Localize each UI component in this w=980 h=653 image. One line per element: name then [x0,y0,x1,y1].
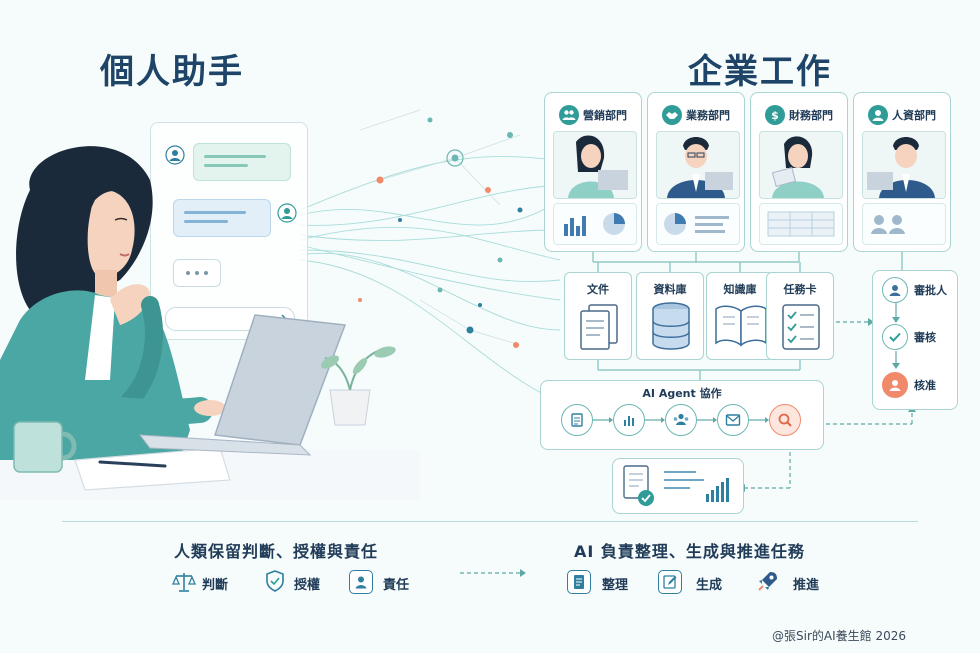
bar-pie-chart-thumbnail [553,203,637,245]
resource-label: 任務卡 [783,283,817,296]
ai-role-title: AI 負責整理、生成與推進任務 [574,542,805,561]
search-icon [769,404,801,436]
resource-card-documents: 文件 [564,272,632,360]
edit-icon [658,570,682,594]
human-role-title: 人類保留判斷、授權與責任 [174,542,379,561]
resource-label: 文件 [587,283,609,296]
resource-card-knowledge-base: 知識庫 [706,272,774,360]
dept-card-marketing: 營銷部門 [544,92,642,252]
typing-indicator [173,259,221,287]
step-arrows [593,417,769,423]
dollar-icon: $ [765,105,785,125]
woman-with-laptop-illustration [0,146,420,500]
approval-step-review: 審核 [882,324,936,350]
ai-item-label: 推進 [793,578,820,593]
table-thumbnail [759,203,843,245]
documents-icon [580,304,618,350]
chat-avatar-icon [165,145,185,165]
people-thumbnail [862,203,946,245]
check-icon [882,324,908,350]
chat-bubble-incoming [193,143,291,181]
document-icon [561,404,593,436]
employee-illustration [553,131,637,199]
employee-illustration [862,131,946,199]
report-icon [623,465,729,506]
scale-icon [172,570,196,594]
person-icon [349,570,373,594]
dept-card-finance: $ 財務部門 [750,92,848,252]
dept-label: 財務部門 [789,109,833,122]
employee-illustration [759,131,843,199]
database-icon [652,302,690,350]
resource-card-task-card: 任務卡 [766,272,834,360]
human-item-label: 授權 [294,578,321,593]
human-item-label: 責任 [383,578,410,593]
left-title: 個人助手 [100,52,244,92]
resource-label: 資料庫 [653,283,687,296]
chat-user-icon [277,203,297,223]
users-icon [559,105,579,125]
person-icon [882,372,908,398]
ai-item-label: 生成 [696,578,723,593]
mail-icon [717,404,749,436]
team-icon [665,404,697,436]
divider [62,521,918,522]
human-item-label: 判斷 [202,578,229,593]
book-icon [715,305,767,347]
approval-step-approve: 核准 [882,372,936,398]
dept-label: 人資部門 [892,109,936,122]
dept-card-sales: 業務部門 [647,92,745,252]
approval-label: 核准 [914,379,936,392]
approval-step-approver: 審批人 [882,277,947,303]
employee-illustration [656,131,740,199]
chat-bubble-outgoing [173,199,271,237]
rocket-icon [756,569,780,593]
approval-label: 審批人 [914,284,947,297]
right-title: 企業工作 [688,52,832,92]
approval-arrows [892,303,900,369]
person-icon [882,277,908,303]
resource-card-database: 資料庫 [636,272,704,360]
dept-card-hr: 人資部門 [853,92,951,252]
shield-icon [263,569,287,593]
bar-chart-icon [613,404,645,436]
ai-agent-title: AI Agent 協作 [642,387,722,400]
chat-panel [150,122,308,340]
checklist-icon [782,304,820,350]
footer-credit: @張Sir的AI養生館 2026 [772,629,906,643]
person-icon [868,105,888,125]
resource-label: 知識庫 [723,283,757,296]
dept-label: 業務部門 [686,109,730,122]
dept-label: 營銷部門 [583,109,627,122]
svg-text:$: $ [771,109,779,122]
pie-chart-thumbnail [656,203,740,245]
handshake-icon [662,105,682,125]
ai-item-label: 整理 [602,578,629,593]
document-icon [567,570,591,594]
approval-label: 審核 [914,331,936,344]
